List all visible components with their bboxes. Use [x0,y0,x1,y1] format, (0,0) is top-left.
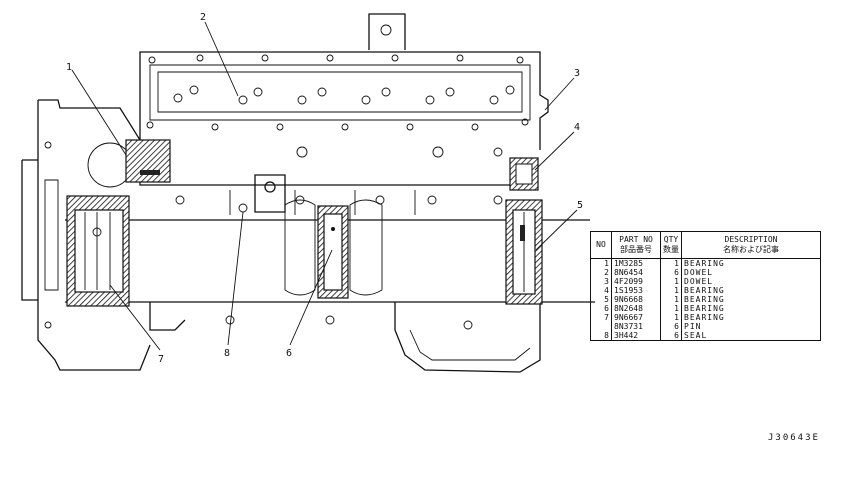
callout-5: 5 [577,200,583,211]
leader-lines [71,21,578,351]
figure-code: J30643E [768,433,820,443]
callout-4: 4 [574,122,580,133]
header-no: NO [590,231,612,259]
bearing-right-main [505,199,543,305]
callout-3: 3 [574,68,580,79]
callout-1: 1 [66,62,72,73]
bearing-left-main [66,195,130,307]
callout-8: 8 [224,348,230,359]
upper-deck-outline [139,51,549,150]
deck-bolt-holes [146,54,529,158]
bearing-center [284,199,383,299]
callout-6: 6 [286,348,292,359]
oil-port-boss [254,174,286,213]
callout-2: 2 [200,12,206,23]
bearing-small-right [509,157,539,191]
lifting-bracket [368,13,406,50]
callout-7: 7 [158,354,164,365]
bearing-upper-left [125,139,171,183]
